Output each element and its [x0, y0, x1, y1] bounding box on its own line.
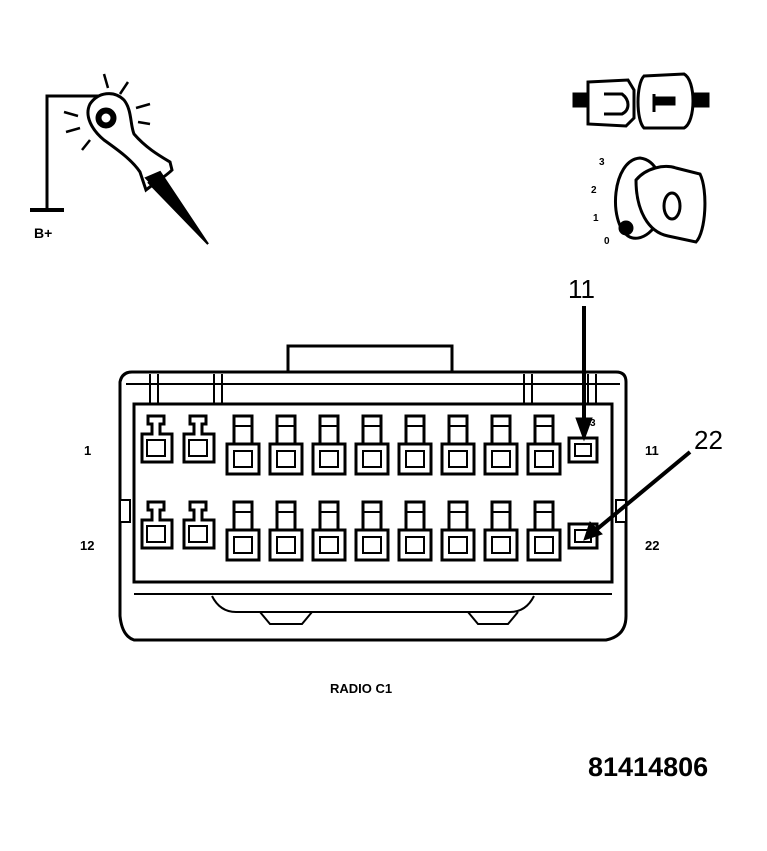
cavity-top-3 [225, 414, 261, 476]
disconnect-connector-icon [572, 72, 710, 130]
pin-label-12: 12 [80, 538, 94, 553]
callout-arrows [575, 306, 692, 541]
cavity-top-7 [397, 414, 433, 476]
cavity-small-top [567, 436, 599, 464]
cavity-large-top-1 [140, 414, 174, 464]
cavity-bottom-3 [225, 500, 261, 562]
cavity-bottom-7 [397, 500, 433, 562]
cavity-bottom-9 [483, 500, 519, 562]
cavity-stray-label: 3 [590, 418, 596, 429]
connector-body [118, 344, 628, 642]
cavity-bottom-5 [311, 500, 347, 562]
probe-label: B+ [34, 225, 52, 241]
cavity-bottom-6 [354, 500, 390, 562]
ignition-position-0: 0 [604, 236, 610, 247]
pin-label-1: 1 [84, 443, 91, 458]
cavity-bottom-4 [268, 500, 304, 562]
callout-label-22: 22 [694, 425, 723, 455]
pin-label-11: 11 [645, 443, 659, 458]
cavity-top-8 [440, 414, 476, 476]
connector-cavities [140, 414, 599, 562]
cavity-top-5 [311, 414, 347, 476]
connector-caption: RADIO C1 [330, 681, 392, 696]
figure-id: 81414806 [588, 752, 708, 782]
ignition-position-3: 3 [599, 157, 605, 168]
cavity-bottom-8 [440, 500, 476, 562]
cavity-top-9 [483, 414, 519, 476]
pin-label-22: 22 [645, 538, 659, 553]
ignition-switch-icon [614, 156, 707, 244]
cavity-top-6 [354, 414, 390, 476]
ignition-position-1: 1 [593, 213, 599, 224]
cavity-top-10 [526, 414, 562, 476]
cavity-large-bottom-2 [182, 500, 216, 550]
cavity-large-bottom-1 [140, 500, 174, 550]
callout-label-11: 11 [568, 274, 595, 304]
test-probe-icon [30, 73, 209, 245]
cavity-top-4 [268, 414, 304, 476]
ignition-position-2: 2 [591, 185, 597, 196]
cavity-large-top-2 [182, 414, 216, 464]
cavity-bottom-10 [526, 500, 562, 562]
